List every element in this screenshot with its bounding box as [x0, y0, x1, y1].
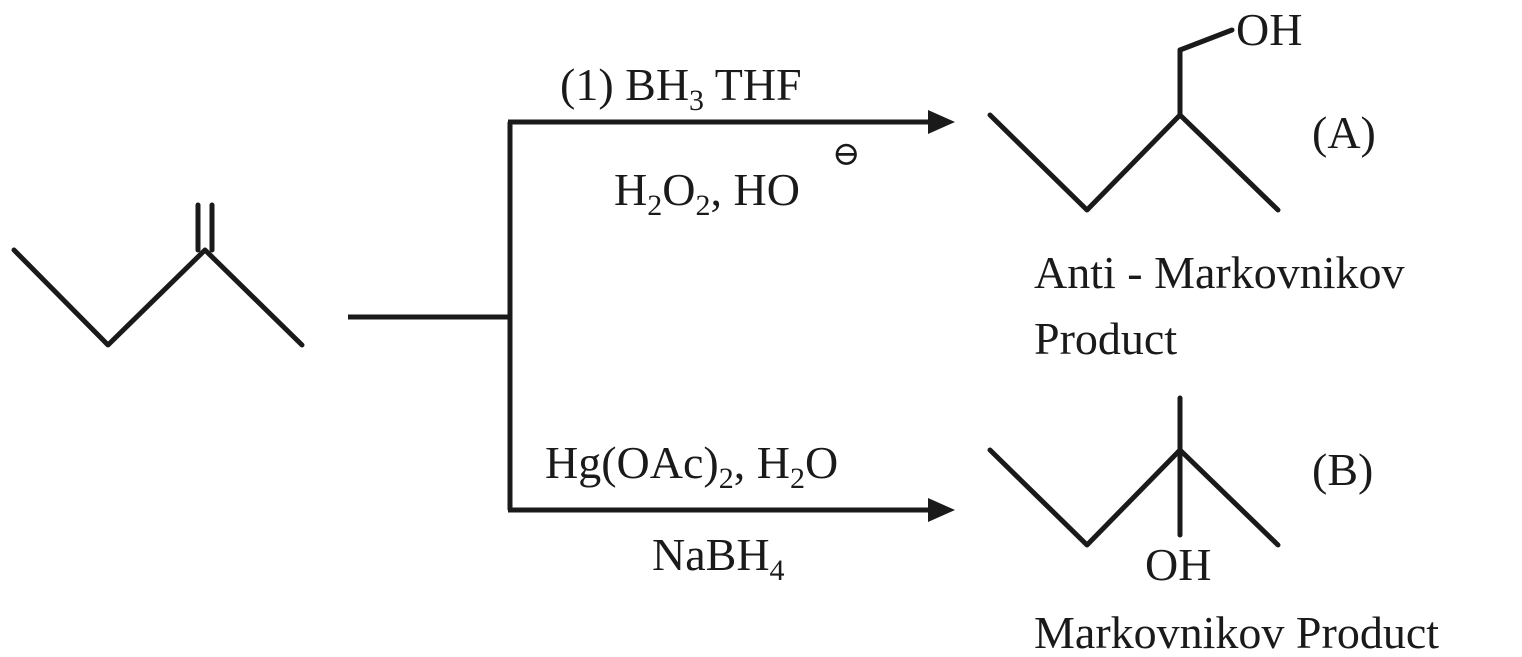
hydroxide-charge: ⊖	[832, 136, 861, 173]
bottom-reagent-line-2: NaBH4	[652, 529, 785, 587]
product-a-description-line-2: Product	[1034, 313, 1177, 364]
alkene-carbon-chain	[11, 247, 305, 348]
product-a-oh-bond	[1177, 27, 1235, 53]
bottom-reagent-line-1: Hg(OAc)2, H2O	[545, 437, 838, 495]
top-arrowhead	[928, 110, 955, 134]
product-b: OH (B) Markovnikov Product	[987, 395, 1439, 657]
starting-alkene	[11, 202, 305, 348]
product-a-label: (A)	[1312, 107, 1376, 158]
product-a-description-line-1: Anti - Markovnikov	[1034, 247, 1405, 298]
product-b-label: (B)	[1312, 444, 1373, 495]
top-reagent-line-1: (1) BH3 THF	[560, 59, 802, 117]
product-b-chain	[987, 447, 1281, 548]
bottom-reagents: Hg(OAc)2, H2O NaBH4	[545, 437, 838, 587]
product-a-chain	[987, 112, 1281, 213]
product-a-hydroxyl: OH	[1236, 4, 1302, 55]
bottom-arrowhead	[928, 498, 955, 522]
top-reagent-line-2: H2O2, HO	[614, 164, 800, 222]
product-b-hydroxyl: OH	[1145, 539, 1211, 590]
top-reagents: (1) BH3 THF H2O2, HO ⊖	[560, 59, 861, 222]
product-b-description: Markovnikov Product	[1034, 607, 1439, 657]
branch-arrows	[348, 110, 955, 522]
product-a: OH (A) Anti - Markovnikov Product	[987, 4, 1405, 364]
